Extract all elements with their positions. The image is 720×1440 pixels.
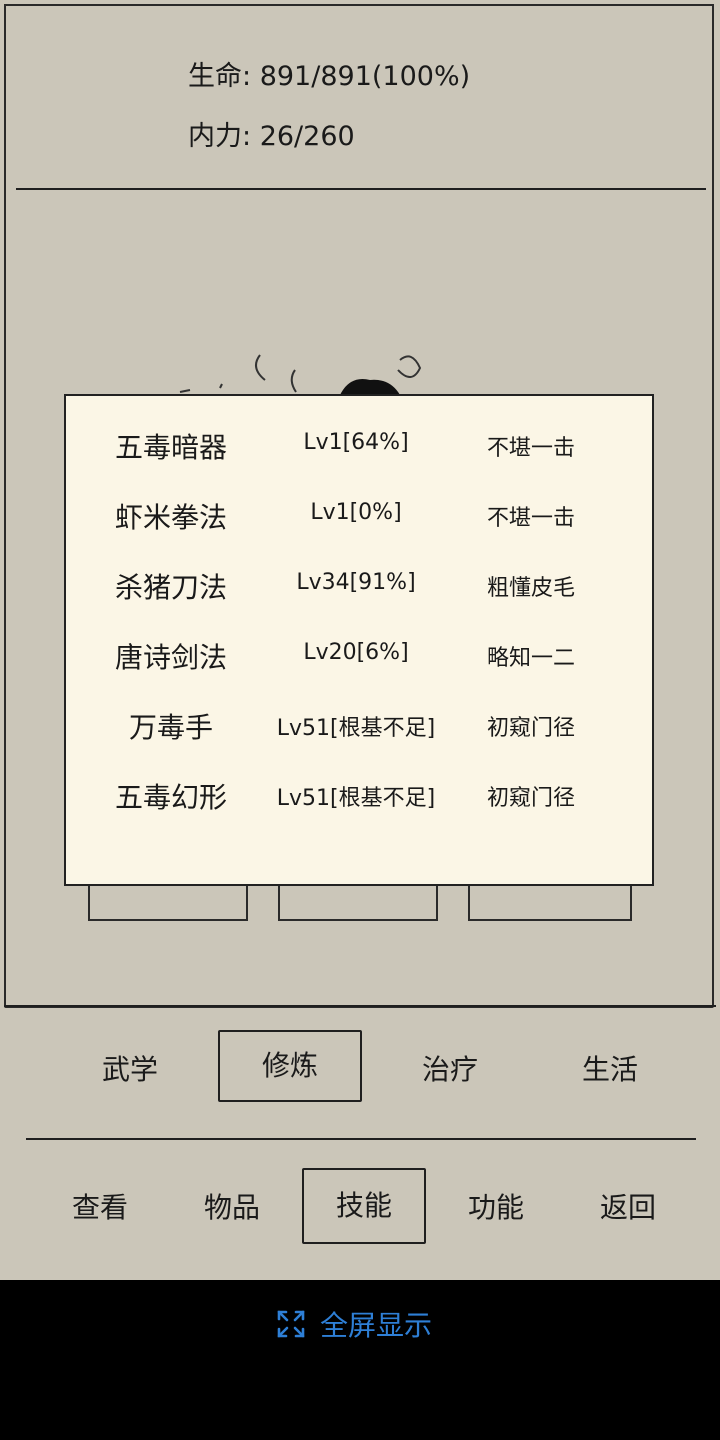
main-panel-frame [4,4,714,1008]
tab-skills[interactable]: 技能 [302,1168,426,1244]
skill-row[interactable]: 虾米拳法 Lv1[0%] 不堪一击 [66,496,652,536]
skill-name: 杀猪刀法 [114,571,227,604]
tab-function[interactable]: 功能 [467,1191,524,1224]
skill-row[interactable]: 唐诗剑法 Lv20[6%] 略知一二 [66,636,652,676]
skill-rank: 粗懂皮毛 [486,576,575,601]
skill-level: Lv34[91%] [296,570,416,595]
skill-row[interactable]: 五毒暗器 Lv1[64%] 不堪一击 [66,426,652,466]
back-button[interactable]: 返回 [599,1191,656,1224]
tab-martial[interactable]: 武学 [101,1053,158,1086]
skill-rank: 不堪一击 [486,436,575,461]
fullscreen-button[interactable]: 全屏显示 [276,1304,432,1344]
tab-heal[interactable]: 治疗 [421,1053,478,1086]
skill-name: 五毒暗器 [114,431,227,464]
skill-level: Lv1[0%] [310,500,402,525]
skill-name: 万毒手 [128,711,213,744]
hidden-button-1 [88,865,248,921]
tab-life[interactable]: 生活 [581,1053,638,1086]
mp-value: 26/260 [259,121,355,152]
skills-dialog: 五毒暗器 Lv1[64%] 不堪一击 虾米拳法 Lv1[0%] 不堪一击 杀猪刀… [64,394,654,886]
fullscreen-label: 全屏显示 [320,1309,433,1342]
tab-items[interactable]: 物品 [203,1191,260,1224]
skill-rank: 略知一二 [486,646,575,671]
mp-stat: 内力: 26/260 [188,114,355,153]
panel-bottom-divider [4,1005,716,1007]
game-screen: 生命: 891/891(100%) 内力: 26/260 五毒暗器 Lv1[64… [0,0,720,1280]
tab-view[interactable]: 查看 [71,1191,128,1224]
hidden-button-2 [278,865,438,921]
stats-divider [16,188,706,190]
skill-level: Lv51[根基不足] [276,716,436,741]
tabs-divider [26,1138,696,1140]
hp-value: 891/891(100%) [259,61,471,92]
skill-level: Lv20[6%] [303,640,409,665]
skill-level: Lv51[根基不足] [276,786,436,811]
skill-rank: 不堪一击 [486,506,575,531]
fullscreen-bar: 全屏显示 [0,1280,720,1440]
hp-label: 生命: [188,61,252,92]
tab-practice[interactable]: 修炼 [218,1030,362,1102]
hidden-button-3 [468,865,632,921]
skill-level: Lv1[64%] [303,430,409,455]
skill-rank: 初窥门径 [486,786,575,811]
skill-rank: 初窥门径 [486,716,575,741]
skill-name: 虾米拳法 [114,501,227,534]
skill-row[interactable]: 万毒手 Lv51[根基不足] 初窥门径 [66,706,652,746]
expand-icon [277,1310,305,1338]
scenery-drawing [179,354,422,395]
mp-label: 内力: [188,121,252,152]
skill-row[interactable]: 五毒幻形 Lv51[根基不足] 初窥门径 [66,776,652,816]
skill-name: 唐诗剑法 [114,641,227,674]
skill-name: 五毒幻形 [114,781,227,814]
skill-row[interactable]: 杀猪刀法 Lv34[91%] 粗懂皮毛 [66,566,652,606]
hp-stat: 生命: 891/891(100%) [188,54,470,93]
